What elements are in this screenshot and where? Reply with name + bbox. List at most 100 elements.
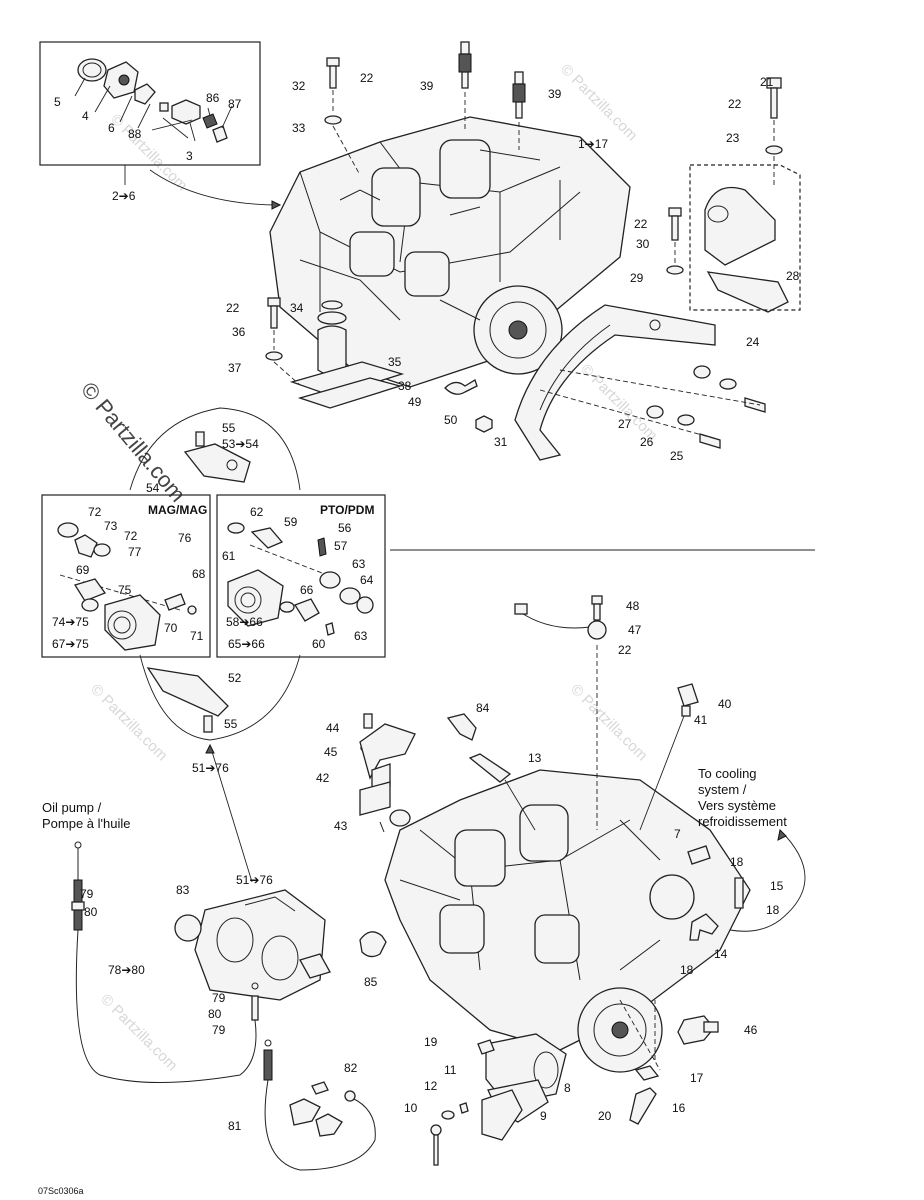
callout-48: 48 <box>626 599 640 613</box>
throttle-cable-81-82 <box>263 1039 376 1171</box>
callout-58-66: 58➔66 <box>226 615 263 629</box>
callout-84: 84 <box>476 701 490 715</box>
part-84 <box>446 713 477 741</box>
callout-18-a: 18 <box>730 855 744 869</box>
callout-66: 66 <box>300 583 314 597</box>
callout-63-b: 63 <box>354 629 368 643</box>
callout-39-a: 39 <box>420 79 434 93</box>
cooling-arrowhead <box>777 828 787 841</box>
upper-engine-assembly <box>269 116 631 388</box>
callout-17: 17 <box>690 1071 704 1085</box>
callout-56: 56 <box>338 521 352 535</box>
callout-54: 54 <box>146 481 160 495</box>
callout-70: 70 <box>164 621 178 635</box>
callout-51-76-b: 51➔76 <box>236 873 273 887</box>
callout-79-c: 79 <box>212 1023 226 1037</box>
callout-64: 64 <box>360 573 374 587</box>
callout-81: 81 <box>228 1119 242 1133</box>
washer-33 <box>324 115 342 125</box>
callout-87: 87 <box>228 97 242 111</box>
callout-67-75: 67➔75 <box>52 637 89 651</box>
callout-39-b: 39 <box>548 87 562 101</box>
callout-22-b: 22 <box>728 97 742 111</box>
callout-14: 14 <box>714 947 728 961</box>
callout-36: 36 <box>232 325 246 339</box>
callout-31: 31 <box>494 435 508 449</box>
callout-42: 42 <box>316 771 330 785</box>
callout-19: 19 <box>424 1035 438 1049</box>
mag-heading: MAG/MAG <box>148 503 207 517</box>
callout-80-b: 80 <box>208 1007 222 1021</box>
cooling-label-1: To cooling <box>698 766 757 781</box>
callout-32: 32 <box>292 79 306 93</box>
callout-5: 5 <box>54 95 61 109</box>
callout-22-c: 22 <box>634 217 648 231</box>
callout-46: 46 <box>744 1023 758 1037</box>
callout-34: 34 <box>290 301 304 315</box>
spacer-27b <box>693 365 711 379</box>
callout-52: 52 <box>228 671 242 685</box>
inset-box-starter-parts <box>39 41 261 166</box>
callout-20: 20 <box>598 1109 612 1123</box>
callout-49: 49 <box>408 395 422 409</box>
callout-13: 13 <box>528 751 542 765</box>
callout-79-a: 79 <box>80 887 94 901</box>
callout-65-66: 65➔66 <box>228 637 265 651</box>
callout-74-75: 74➔75 <box>52 615 89 629</box>
callout-15: 15 <box>770 879 784 893</box>
inset-arrowhead <box>271 200 282 210</box>
fitting-7 <box>687 845 711 865</box>
callout-22-d: 22 <box>226 301 240 315</box>
washer-26b <box>719 378 737 390</box>
mag-valve-parts <box>57 522 197 651</box>
tuning-part-52 <box>146 667 229 733</box>
cooling-label-4: refroidissement <box>698 814 787 829</box>
callout-22-a: 22 <box>360 71 374 85</box>
starter-motor-8 <box>430 999 661 1166</box>
cooling-label-3: Vers système <box>698 798 776 813</box>
tuning-part-53-54 <box>183 431 251 483</box>
callout-28: 28 <box>786 269 800 283</box>
knock-sensor-47 <box>514 595 607 830</box>
cooling-label-2: system / <box>698 782 747 797</box>
callout-63-a: 63 <box>352 557 366 571</box>
clip-49 <box>444 379 478 395</box>
spark-plug-right <box>512 71 526 119</box>
callout-53-54: 53➔54 <box>222 437 259 451</box>
spacer-27 <box>646 405 664 419</box>
callout-43: 43 <box>334 819 348 833</box>
callout-73: 73 <box>104 519 118 533</box>
callout-12: 12 <box>424 1079 438 1093</box>
callout-76: 76 <box>178 531 192 545</box>
exhaust-bracket-31 <box>514 304 716 461</box>
callout-82: 82 <box>344 1061 358 1075</box>
callout-45: 45 <box>324 745 338 759</box>
callout-27: 27 <box>618 417 632 431</box>
callout-41: 41 <box>694 713 708 727</box>
temperature-sensor-40 <box>639 683 699 831</box>
clamp-85 <box>359 931 387 958</box>
callout-71: 71 <box>190 629 204 643</box>
callout-25: 25 <box>670 449 684 463</box>
callout-6: 6 <box>108 121 115 135</box>
callout-72-b: 72 <box>124 529 138 543</box>
sensor-46 <box>677 1015 719 1045</box>
callout-77: 77 <box>128 545 142 559</box>
partzilla-watermark: © Partzilla.com <box>76 377 190 507</box>
callout-18-c: 18 <box>680 963 694 977</box>
callout-60: 60 <box>312 637 326 651</box>
callout-68: 68 <box>192 567 206 581</box>
oil-pump-label-en: Oil pump / <box>42 800 102 815</box>
callout-51-76-a: 51➔76 <box>192 761 229 775</box>
callout-11: 11 <box>444 1063 457 1077</box>
nut-50 <box>475 415 493 433</box>
callout-7: 7 <box>674 827 681 841</box>
callout-80-a: 80 <box>84 905 98 919</box>
oil-pump-note: Oil pump / Pompe à l'huile <box>42 800 130 831</box>
callout-59: 59 <box>284 515 298 529</box>
callout-88: 88 <box>128 127 142 141</box>
cooling-system-note: To cooling system / Vers système refroid… <box>698 766 787 829</box>
callout-labels: 5 4 6 88 86 87 3 2➔6 32 22 33 39 39 1➔17… <box>52 71 800 1133</box>
inset-arrow <box>149 169 281 206</box>
callout-38: 38 <box>398 379 412 393</box>
